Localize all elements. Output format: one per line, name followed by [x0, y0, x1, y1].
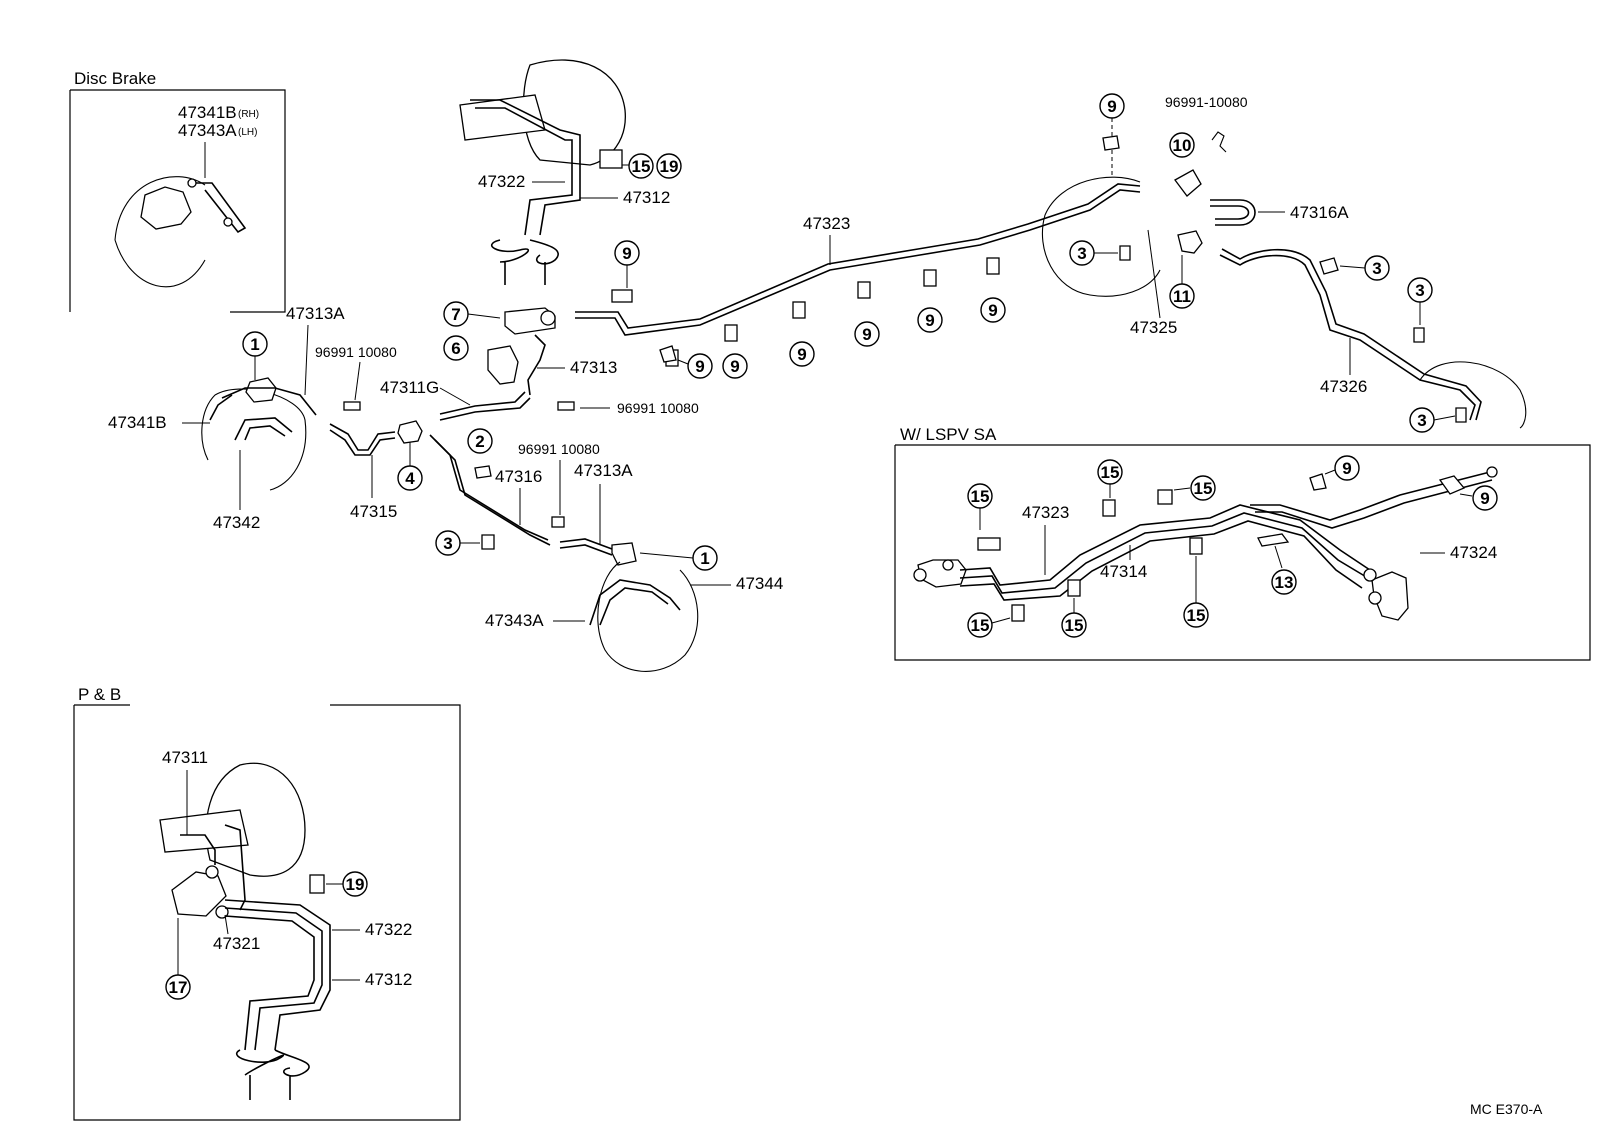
callout-15: 15	[1187, 606, 1206, 625]
callout-19: 19	[346, 875, 365, 894]
disc-brake-title: Disc Brake	[74, 69, 156, 88]
callout-15: 15	[971, 487, 990, 506]
callout-6: 6	[451, 339, 460, 358]
callout-11: 11	[1173, 287, 1191, 306]
part-47341B: 47341B	[108, 413, 167, 432]
callout-3: 3	[1415, 281, 1424, 300]
callout-1: 1	[250, 335, 259, 354]
callout-9: 9	[797, 345, 806, 364]
lspv-inset: W/ LSPV SA 47323 47314 47324 15 15 15 15…	[894, 425, 1591, 661]
part-47341B-rh: 47341B	[178, 103, 237, 122]
part-47315: 47315	[350, 502, 397, 521]
clip-9-extra	[659, 345, 677, 363]
part-47323: 47323	[803, 214, 850, 233]
part-47313A: 47313A	[574, 461, 633, 480]
callout-9: 9	[695, 357, 704, 376]
part-96991-10080: 96991 10080	[518, 441, 600, 457]
part-47311: 47311	[162, 748, 208, 767]
callout-17: 17	[169, 978, 188, 997]
lspv-title: W/ LSPV SA	[900, 425, 997, 444]
clips-row-9: 9 9 9 9 9 9 9	[611, 240, 1006, 379]
callout-19: 19	[660, 157, 679, 176]
part-47312: 47312	[623, 188, 670, 207]
callout-7: 7	[451, 305, 460, 324]
callout-9: 9	[1342, 459, 1351, 478]
callout-9: 9	[925, 311, 934, 330]
part-47342: 47342	[213, 513, 260, 532]
center-junction: 7 6 47313 47311G 96991 10080	[380, 301, 699, 421]
callout-2: 2	[475, 432, 484, 451]
part-47312: 47312	[365, 970, 412, 989]
callout-3: 3	[1417, 411, 1426, 430]
pb-inset: P & B 47311 17 47321 19 47322 47312	[73, 685, 461, 1121]
main-tube-47323: 47323	[575, 183, 1141, 336]
front-right-assembly: 96991 10080 47313A 1 47344 47343A	[485, 441, 783, 672]
part-47322: 47322	[365, 920, 412, 939]
rh-suffix: (RH)	[238, 109, 259, 120]
front-left-assembly: 1 47313A 96991 10080 47341B 47342	[108, 304, 397, 532]
part-47326: 47326	[1320, 377, 1367, 396]
part-96991-10080: 96991-10080	[1165, 94, 1248, 110]
part-47316A: 47316A	[1290, 203, 1349, 222]
callout-15: 15	[1101, 463, 1120, 482]
callout-3: 3	[443, 534, 452, 553]
callout-13: 13	[1275, 573, 1294, 592]
part-47313: 47313	[570, 358, 617, 377]
callout-9: 9	[1480, 489, 1489, 508]
master-cylinder-assembly: 47322 47312 15 19	[459, 59, 682, 285]
part-96991-10080: 96991 10080	[315, 344, 397, 360]
part-47344: 47344	[736, 574, 783, 593]
callout-9: 9	[1107, 97, 1116, 116]
callout-15: 15	[971, 616, 990, 635]
pb-title: P & B	[78, 685, 121, 704]
callout-10: 10	[1173, 136, 1192, 155]
part-47316: 47316	[495, 467, 542, 486]
callout-9: 9	[862, 325, 871, 344]
callout-15: 15	[1194, 479, 1213, 498]
part-47313A: 47313A	[286, 304, 345, 323]
callout-3: 3	[1372, 259, 1381, 278]
callout-1: 1	[700, 549, 709, 568]
part-47343A-lh: 47343A	[178, 121, 237, 140]
disc-brake-inset: Disc Brake 47341B (RH) 47343A (LH)	[69, 69, 286, 313]
callout-15: 15	[1065, 616, 1084, 635]
part-96991-10080: 96991 10080	[617, 400, 699, 416]
callout-9: 9	[988, 301, 997, 320]
part-47325: 47325	[1130, 318, 1177, 337]
callout-3: 3	[1077, 244, 1086, 263]
part-47314: 47314	[1100, 562, 1147, 581]
part-47321: 47321	[213, 934, 260, 953]
part-47324: 47324	[1450, 543, 1497, 562]
callout-4: 4	[405, 469, 415, 488]
part-47311G: 47311G	[380, 378, 439, 397]
part-47322: 47322	[478, 172, 525, 191]
callout-9: 9	[622, 244, 631, 263]
front-cross-tubes: 47315 4 2 47316 3	[329, 420, 551, 556]
callout-9: 9	[730, 357, 739, 376]
rear-assembly: 9 96991-10080 10 47316A 11 3 47325 47326…	[1041, 93, 1527, 433]
lh-suffix: (LH)	[238, 127, 257, 138]
callout-15: 15	[632, 157, 651, 176]
part-47343A: 47343A	[485, 611, 544, 630]
diagram-code: MC E370-A	[1470, 1101, 1543, 1117]
part-47323: 47323	[1022, 503, 1069, 522]
